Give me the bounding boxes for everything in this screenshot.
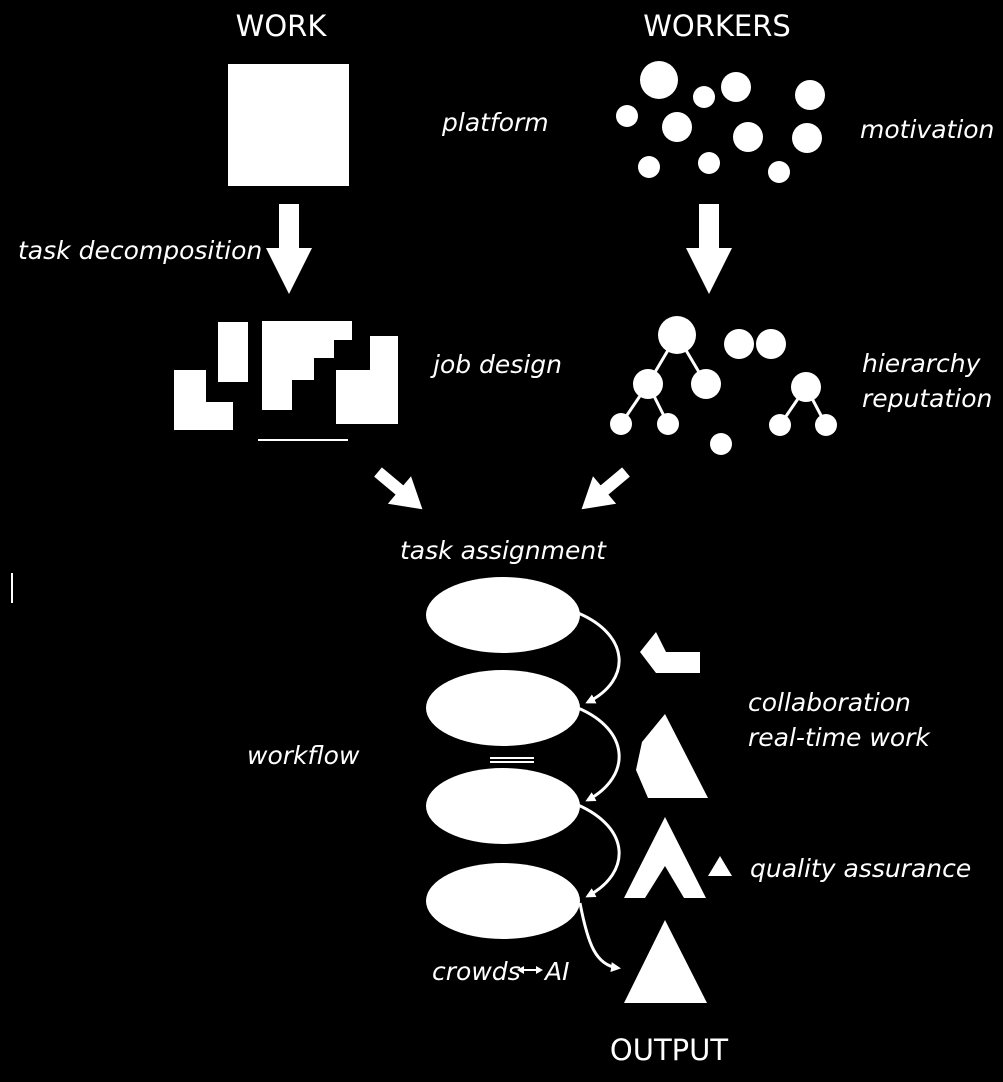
crowds-ai-arrow [517,966,543,974]
ai-label: AI [545,957,570,986]
reputation-label: reputation [862,384,993,413]
platform-label: platform [442,108,549,137]
motivation-label: motivation [860,115,995,144]
crowds-label: crowds [432,957,521,986]
task-decomposition-label: task decomposition [18,236,263,265]
output-header: OUTPUT [609,1033,729,1067]
hierarchy-trees [610,316,837,455]
quality-assurance-label: quality assurance [750,854,972,883]
hierarchy-label: hierarchy [862,349,981,378]
worker-circles [616,61,825,183]
quality-pyramids [624,632,732,1003]
workers-arrow [686,204,732,294]
decomposition-arrow [266,204,312,294]
workflow-label: workflow [247,741,360,770]
job-design-label: job design [433,350,562,379]
workers-header: WORKERS [643,9,791,43]
workflow-stages [426,577,580,939]
work-square [228,64,349,186]
edge-tick [11,573,13,603]
task-assignment-label: task assignment [400,536,606,565]
work-header: WORK [235,9,327,43]
real-time-work-label: real-time work [748,723,930,752]
collaboration-label: collaboration [748,688,911,717]
assignment-arrows [374,467,630,510]
workflow-arrows [577,611,621,973]
job-pieces [174,321,398,441]
